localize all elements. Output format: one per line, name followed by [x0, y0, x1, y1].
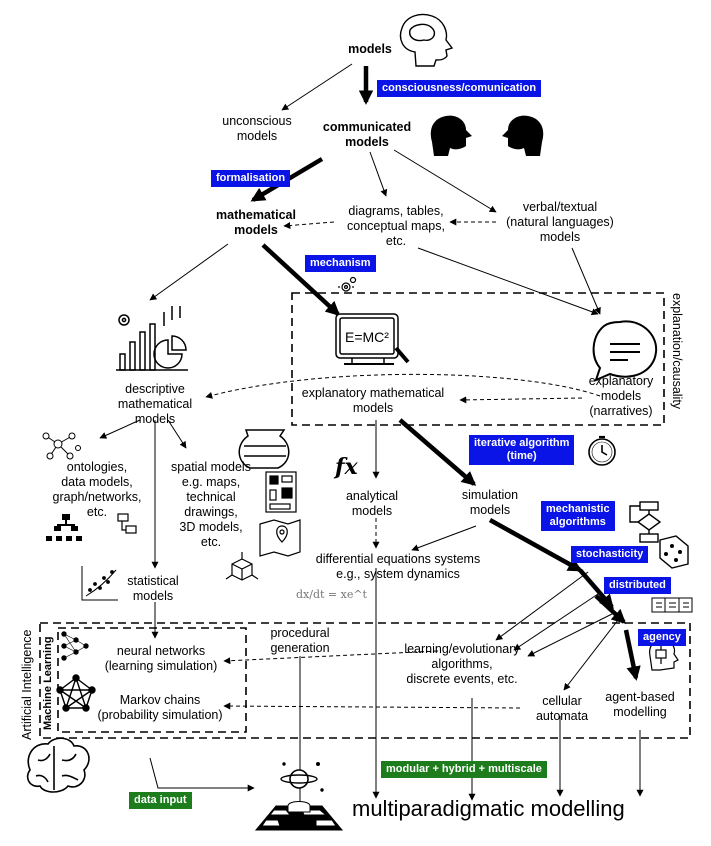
node-diffeq: differential equations systems e.g., sys…	[315, 552, 481, 581]
cube-icon	[225, 552, 259, 581]
two-heads-icon	[430, 115, 544, 156]
tag-mechanistic: mechanistic algorithms	[541, 501, 615, 531]
neural-net-icon	[61, 631, 89, 661]
node-agent-based: agent-based modelling	[605, 690, 675, 719]
blackboard-emc2-icon	[335, 313, 410, 365]
node-verbal: verbal/textual (natural languages) model…	[506, 200, 614, 244]
ml-region	[57, 627, 247, 733]
node-mathematical-models: mathematical models	[216, 208, 296, 237]
node-learning: learning/evolutionary algorithms, discre…	[404, 642, 520, 686]
node-descriptive: descriptive mathematical models	[117, 382, 193, 426]
node-procedural: procedural generation	[270, 626, 330, 655]
speech-bubble-icon	[592, 320, 658, 382]
small-tree-icon	[117, 513, 137, 534]
node-unconscious-models: unconscious models	[222, 114, 292, 143]
tag-consciousness: consciousness/comunication	[377, 80, 542, 97]
node-models: models	[348, 42, 392, 56]
tag-data-input: data input	[129, 792, 192, 809]
node-communicated-models: communicated models	[322, 120, 412, 149]
tag-iterative: iterative algorithm (time)	[469, 435, 575, 465]
ai-region	[39, 622, 691, 739]
node-neural: neural networks (learning simulation)	[104, 644, 218, 673]
vase-icon	[238, 429, 290, 469]
differential-formula: dx/dt = xe^t	[296, 588, 367, 601]
tag-modular: modular + hybrid + multiscale	[381, 761, 547, 778]
node-explanatory-math: explanatory mathematical models	[301, 386, 445, 415]
dashed-arrows	[205, 218, 601, 710]
thin-arrows	[99, 63, 644, 809]
node-spatial: spatial models e.g. maps, technical draw…	[171, 460, 251, 549]
emc2-text: E=MC²	[345, 329, 389, 345]
tag-mechanism: mechanism	[305, 255, 376, 272]
region-ai-label: Artificial Intelligence	[20, 629, 34, 740]
node-simulation: simulation models	[461, 488, 519, 517]
map-pin-icon	[259, 519, 301, 557]
org-chart-icon	[46, 514, 82, 541]
flowchart-icon	[629, 501, 662, 543]
tag-stochasticity: stochasticity	[571, 546, 649, 563]
node-statistical: statistical models	[127, 574, 179, 603]
region-ml-label: Machine Learning	[42, 636, 54, 730]
fx-icon: fx	[335, 454, 358, 480]
grid-icon	[651, 597, 693, 613]
dice-icon	[659, 535, 689, 569]
node-narratives: explanatory models (narratives)	[588, 374, 654, 418]
node-markov: Markov chains (probability simulation)	[97, 693, 223, 722]
gears-icon	[338, 276, 357, 292]
region-explanation-label: explanation/causality	[670, 293, 684, 410]
brain-icon	[26, 737, 90, 793]
planet-chessboard-icon	[254, 762, 344, 831]
explanation-region	[291, 292, 665, 426]
network-graph-icon	[42, 432, 81, 460]
head-profile-icon	[399, 13, 454, 67]
node-cellular: cellular automata	[535, 694, 589, 723]
node-multiparadigmatic: multiparadigmatic modelling	[352, 796, 625, 821]
bar-chart-icon	[116, 306, 188, 371]
tag-distributed: distributed	[604, 577, 671, 594]
node-ontologies: ontologies, data models, graph/networks,…	[52, 460, 142, 519]
clock-icon	[588, 435, 616, 466]
node-diagrams: diagrams, tables, conceptual maps, etc.	[347, 204, 445, 248]
pentagon-graph-icon	[56, 674, 96, 712]
node-analytical: analytical models	[345, 489, 399, 518]
scatter-plot-icon	[81, 566, 118, 601]
two-heads-arrows	[477, 122, 501, 138]
city-map-icon	[265, 471, 297, 513]
tag-formalisation: formalisation	[211, 170, 291, 187]
thick-arrows	[250, 66, 641, 681]
tag-agency: agency	[638, 629, 686, 646]
